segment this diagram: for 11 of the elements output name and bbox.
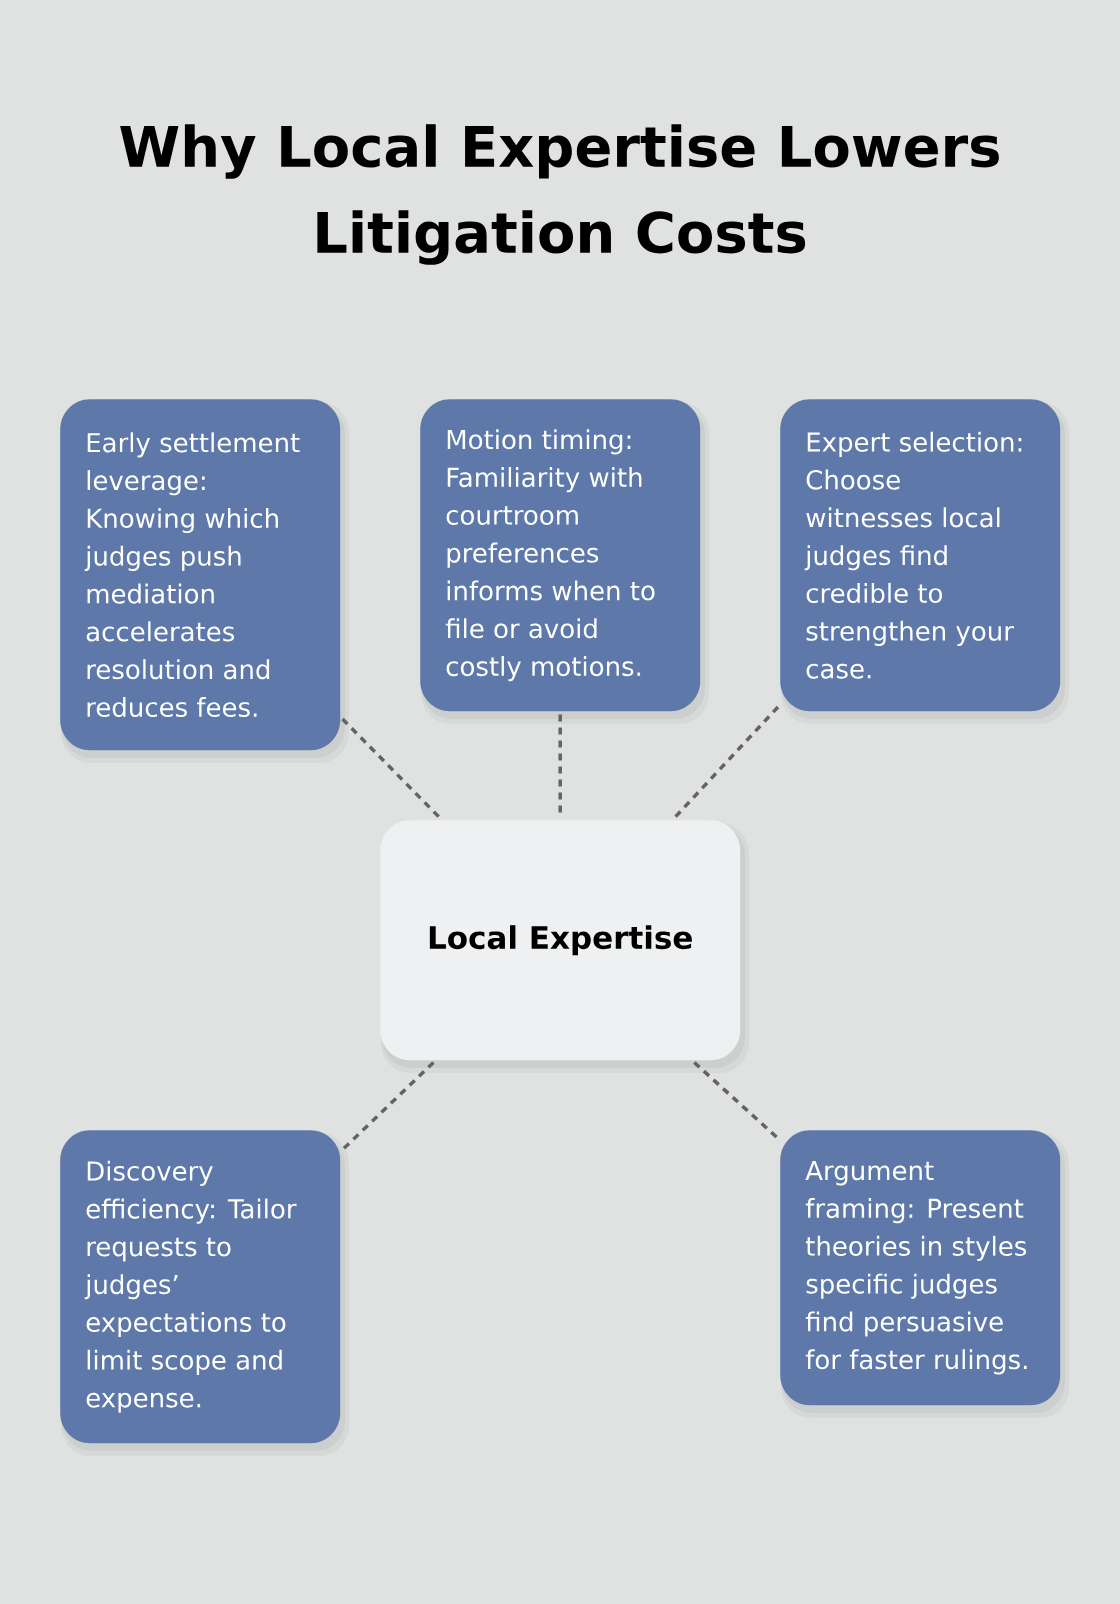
central-box: Local Expertise (380, 820, 749, 1073)
connector-line (673, 705, 780, 819)
text-card: Discovery efficiency: Tailor requests to judges’ expectations to limit scope and expense. (60, 1130, 349, 1456)
connector-line (693, 1061, 779, 1140)
connector-line (341, 717, 442, 820)
text-card: Argument framing: Present theories in styles specific judges find persuasive for faster rulings. (780, 1130, 1069, 1418)
text-card: Early settlement leverage: Knowing which judges push mediation accelerates resolution and reduces fees. (60, 399, 349, 763)
text-card: Expert selection: Choose witnesses local judges find credible to strengthen your case. (780, 399, 1069, 724)
text-card: Motion timing: Familiarity with courtroom preferences informs when to file or avoid costly motions. (420, 399, 709, 724)
connector-line (341, 1061, 435, 1151)
title: Why Local Expertise Lowers Litigation Costs (120, 124, 999, 265)
